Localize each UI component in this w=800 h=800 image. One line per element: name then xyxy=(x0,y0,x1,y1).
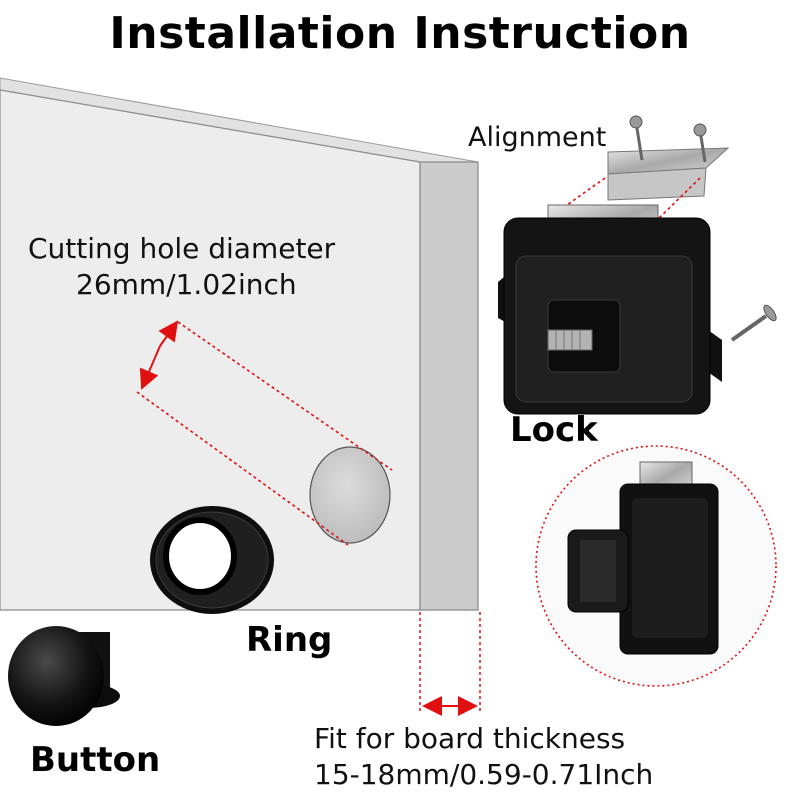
hole-circle xyxy=(309,446,391,544)
cutting-hole xyxy=(136,320,393,546)
hole-diameter-label-line2: 26mm/1.02inch xyxy=(76,268,297,301)
ring-label: Ring xyxy=(246,620,333,660)
button-label: Button xyxy=(30,740,161,780)
hole-diameter-arrow-back xyxy=(158,320,179,347)
board-thickness-label-line1: Fit for board thickness xyxy=(314,722,626,755)
hole-guide-bottom xyxy=(136,391,349,546)
button-part xyxy=(8,626,120,726)
alignment-plate xyxy=(559,115,730,223)
hole-diameter-label-line1: Cutting hole diameter xyxy=(28,232,336,265)
side-screw xyxy=(730,304,777,342)
alignment-label: Alignment xyxy=(468,122,607,153)
board-thickness-label-line2: 15-18mm/0.59-0.71Inch xyxy=(314,758,654,791)
page-title: Installation Instruction xyxy=(109,8,691,59)
hole-guide-top xyxy=(177,321,393,471)
lock-label: Lock xyxy=(510,410,598,450)
lock-body xyxy=(498,204,722,415)
assembly-closeup xyxy=(535,445,777,687)
ring-part xyxy=(150,506,274,614)
hole-diameter-arrow xyxy=(139,345,161,390)
board-edge-face xyxy=(419,161,479,611)
thickness-dimension xyxy=(419,612,481,716)
